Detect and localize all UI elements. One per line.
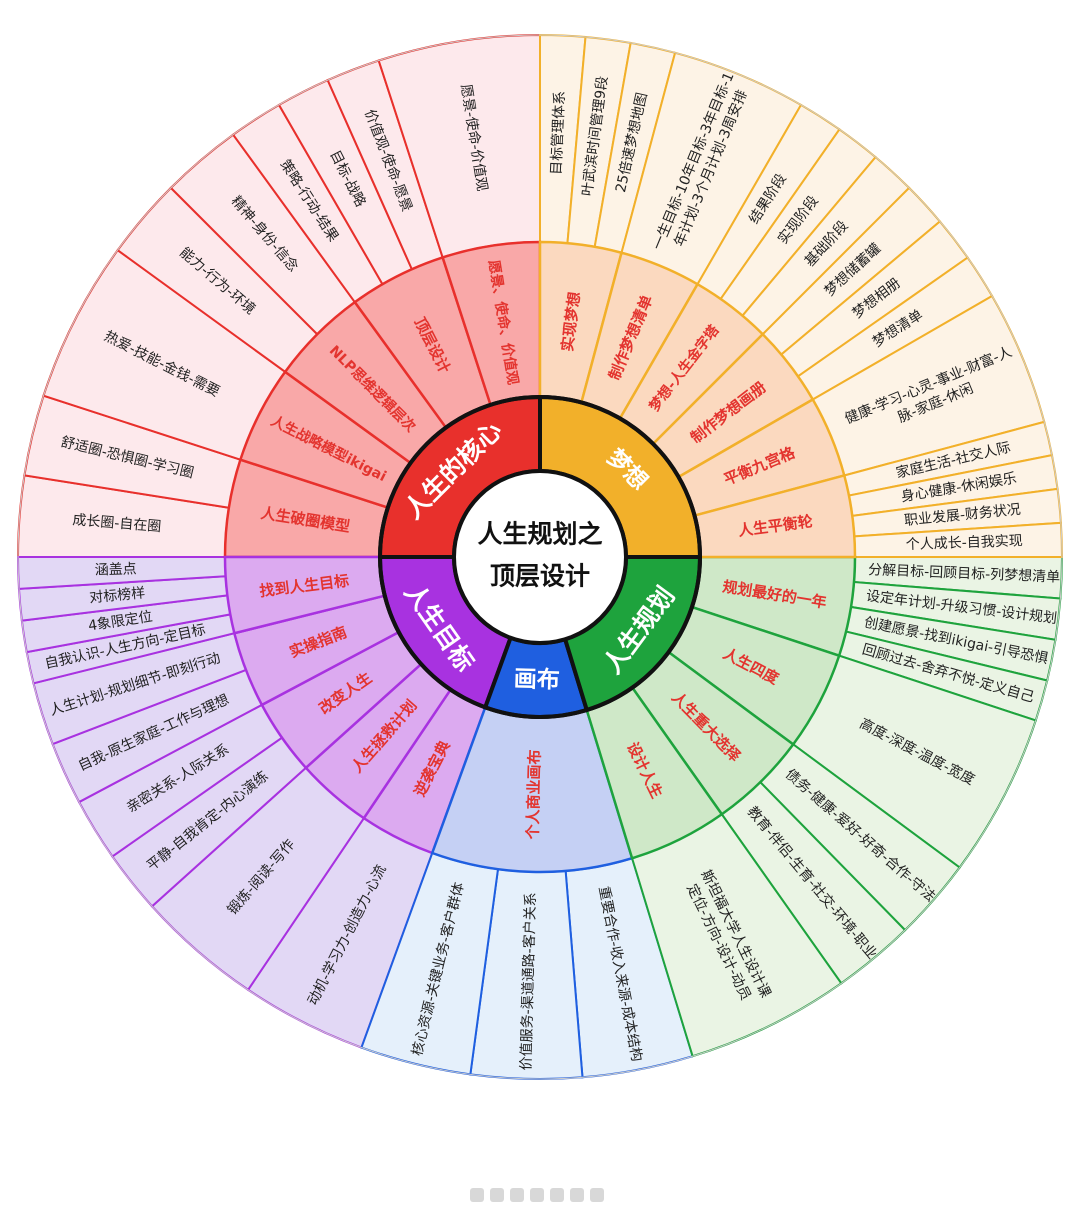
center-circle: 人生规划之 顶层设计 <box>452 469 628 645</box>
inner-ring: 人生破圈模型人生战略模型ikigaiNLP思维逻辑层次顶层设计愿景、使命、价值观… <box>223 240 857 874</box>
outer-label: 对标榜样 <box>89 584 146 606</box>
outer-label: 涵盖点 <box>94 561 136 578</box>
center-title-line2: 顶层设计 <box>490 562 590 591</box>
hub-outline <box>378 395 702 719</box>
center-title-line1: 人生规划之 <box>477 520 602 549</box>
outer-label: 分解目标-回顾目标-列梦想清单 <box>868 562 1061 586</box>
outer-label: 个人成长-自我实现 <box>906 533 1024 553</box>
center-disc <box>452 469 628 645</box>
outer-border <box>17 34 1063 1080</box>
hub-label-canvas: 画布 <box>513 665 560 693</box>
outer-ring: 成长圈-自在圈舒适圈-恐惧圈-学习圈热爱-技能-金钱-需要能力-行为-环境精神-… <box>16 33 1064 1080</box>
watermark-dots <box>470 1188 604 1202</box>
outer-label: 价值服务-渠道通路-客户关系 <box>518 892 540 1070</box>
inner-label: 个人商业画布 <box>524 749 544 840</box>
outer-label: 成长圈-自在圈 <box>72 512 162 535</box>
outer-label: 目标管理体系 <box>549 91 569 176</box>
